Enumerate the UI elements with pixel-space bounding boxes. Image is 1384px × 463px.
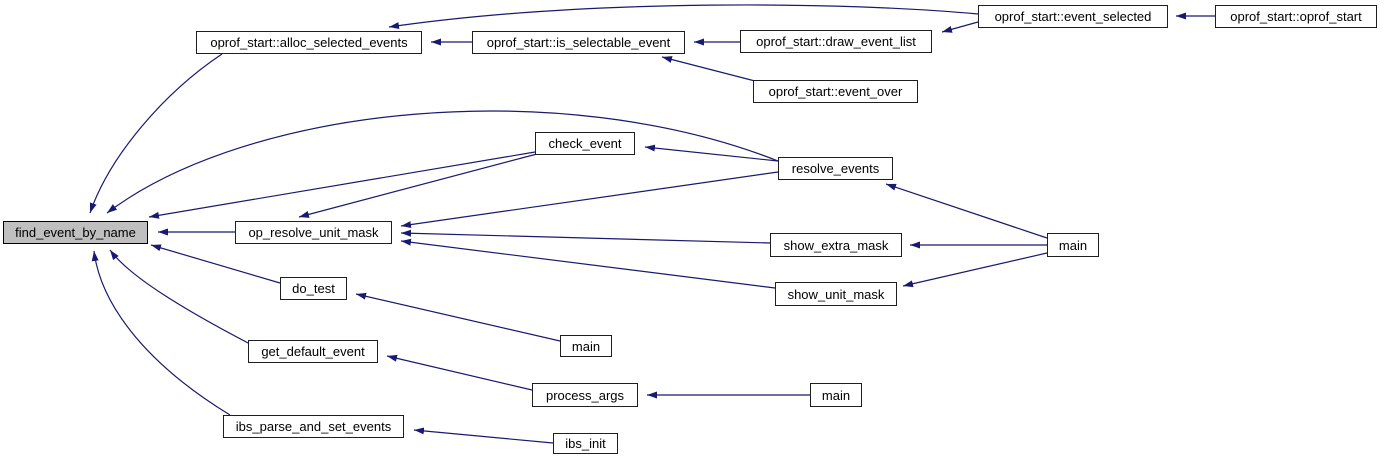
node-main-3[interactable]: main <box>810 383 862 407</box>
edge-alloc_selected_events-find_event_by_name <box>89 53 223 214</box>
node-event_over[interactable]: oprof_start::event_over <box>753 80 918 103</box>
node-ibs_parse_and_set_events[interactable]: ibs_parse_and_set_events <box>223 415 404 438</box>
node-is_selectable_event[interactable]: oprof_start::is_selectable_event <box>472 31 685 54</box>
node-event_selected[interactable]: oprof_start::event_selected <box>978 5 1168 28</box>
node-main-2[interactable]: main <box>560 335 612 357</box>
edge-event_over-is_selectable_event <box>661 56 756 82</box>
node-draw_event_list[interactable]: oprof_start::draw_event_list <box>740 30 932 53</box>
node-resolve_events[interactable]: resolve_events <box>778 157 893 180</box>
node-find_event_by_name[interactable]: find_event_by_name <box>3 221 148 244</box>
node-process_args[interactable]: process_args <box>532 383 638 407</box>
edge-main_2-do_test <box>355 292 561 342</box>
edge-event_selected-draw_event_list <box>941 21 979 33</box>
node-show_unit_mask[interactable]: show_unit_mask <box>775 282 897 306</box>
node-alloc_selected_events[interactable]: oprof_start::alloc_selected_events <box>196 31 422 54</box>
node-oprof_start[interactable]: oprof_start::oprof_start <box>1215 5 1377 28</box>
node-do_test[interactable]: do_test <box>280 277 347 300</box>
edge-process_args-get_default_event <box>386 354 533 391</box>
edge-show_unit_mask-op_resolve_unit_mask <box>400 238 776 289</box>
edge-show_extra_mask-op_resolve_unit_mask <box>400 229 771 244</box>
node-ibs_init[interactable]: ibs_init <box>553 433 618 454</box>
edge-ibs_init-ibs_parse_and_set_events <box>413 427 554 444</box>
node-op_resolve_unit_mask[interactable]: op_resolve_unit_mask <box>235 221 392 244</box>
edge-resolve_events-check_event <box>644 144 779 162</box>
edge-do_test-find_event_by_name <box>150 244 281 284</box>
node-check_event[interactable]: check_event <box>535 132 635 155</box>
edge-event_selected-alloc_selected_events <box>388 4 979 30</box>
node-main-1[interactable]: main <box>1047 233 1099 257</box>
edge-resolve_events-find_event_by_name <box>106 110 779 214</box>
edge-check_event-find_event_by_name <box>148 151 536 219</box>
node-get_default_event[interactable]: get_default_event <box>248 340 378 363</box>
node-show_extra_mask[interactable]: show_extra_mask <box>770 233 902 257</box>
edge-ibs_parse_and_set_events-find_event_by_name <box>91 250 231 416</box>
edge-main_1-show_unit_mask <box>902 252 1048 288</box>
edge-resolve_events-op_resolve_unit_mask <box>400 171 779 229</box>
edge-get_default_event-find_event_by_name <box>109 249 251 345</box>
edge-check_event-op_resolve_unit_mask <box>298 153 538 218</box>
edge-main_1-resolve_events <box>885 183 1048 239</box>
